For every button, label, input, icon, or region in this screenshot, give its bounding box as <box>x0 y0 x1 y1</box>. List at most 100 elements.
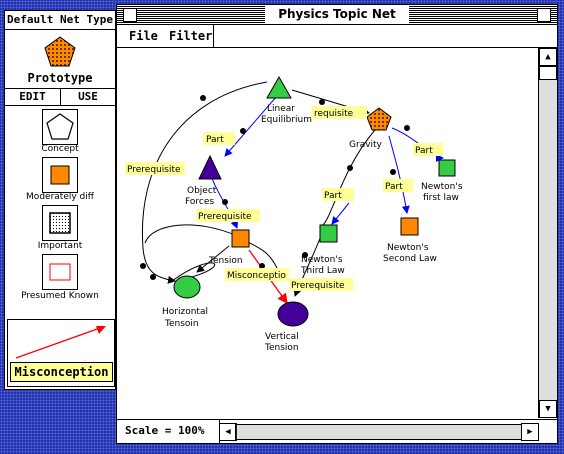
node-newtons-first-law[interactable] <box>438 159 456 177</box>
link-label-requisite[interactable]: requisite <box>311 106 367 119</box>
node-gravity[interactable] <box>366 107 392 131</box>
link-handle[interactable] <box>302 252 308 258</box>
prototype-pentagon-icon[interactable] <box>43 35 77 69</box>
link-gravity-second <box>388 135 410 214</box>
node-newtons-second-law[interactable] <box>400 217 419 236</box>
presumed-known-tool-label: Presumed Known <box>21 291 99 301</box>
link-handle[interactable] <box>390 169 396 175</box>
node-label-horizontal-1: Horizontal <box>162 307 208 317</box>
node-label-object-forces-1: Object <box>187 186 217 196</box>
net-canvas[interactable]: Linear Equilibrium Gravity Object Forces… <box>117 48 537 418</box>
important-tool-label: Important <box>37 241 83 251</box>
prototype-label: Prototype <box>27 71 93 85</box>
link-label-prereq-left-text: Prerequisite <box>127 165 181 175</box>
link-part-third <box>331 202 350 225</box>
concept-tool[interactable] <box>42 109 78 145</box>
link-label-part-4-text: Part <box>415 146 433 156</box>
scroll-right-icon[interactable]: ▶ <box>521 423 539 441</box>
node-label-object-forces-2: Forces <box>185 197 214 207</box>
link-handle[interactable] <box>319 99 325 105</box>
menu-bar: File Filter <box>117 25 557 48</box>
link-label-misconception[interactable]: Misconceptio <box>225 268 289 281</box>
link-handle[interactable] <box>222 199 228 205</box>
link-handle[interactable] <box>240 128 246 134</box>
scale-readout: Scale = 100% <box>125 424 205 437</box>
bottom-bar: Scale = 100% ◀ ▶ <box>117 419 557 443</box>
link-label-part-3-text: Part <box>385 182 403 192</box>
red-outline-square-icon <box>49 263 71 281</box>
pentagon-icon <box>46 113 74 140</box>
scroll-down-icon[interactable]: ▼ <box>539 400 557 418</box>
node-newtons-third-law[interactable] <box>319 224 338 243</box>
link-handle[interactable] <box>150 274 156 280</box>
link-label-part-objectforces[interactable]: Part <box>203 132 235 145</box>
vertical-scrollbar[interactable]: ▲ ▼ <box>538 48 557 418</box>
link-handle[interactable] <box>347 165 353 171</box>
node-object-forces[interactable] <box>198 154 222 180</box>
topic-net-diagram[interactable]: Linear Equilibrium Gravity Object Forces… <box>117 48 537 418</box>
menu-filter[interactable]: Filter <box>169 29 213 43</box>
misconception-tool[interactable]: Misconception <box>7 319 115 387</box>
link-label-part-1-text: Part <box>206 135 224 145</box>
node-tension[interactable] <box>231 229 250 248</box>
link-label-prereq-third-text: Prerequisite <box>291 281 345 291</box>
node-linear-equilibrium[interactable] <box>266 75 292 99</box>
dotted-square-icon <box>49 212 71 234</box>
horizontal-scrollbar[interactable] <box>235 424 523 440</box>
link-curve-left <box>171 262 216 282</box>
link-label-prerequisite-left[interactable]: Prerequisite <box>125 162 185 175</box>
link-label-misconception-text: Misconceptio <box>227 271 286 281</box>
node-label-linear-equilibrium-1: Linear <box>267 104 295 114</box>
node-vertical-tension[interactable] <box>277 301 309 327</box>
node-label-third-1: Newton's <box>301 255 343 265</box>
edit-button[interactable]: EDIT <box>5 89 61 105</box>
scroll-thumb[interactable] <box>539 66 557 80</box>
link-label-part-first[interactable]: Part <box>413 143 443 156</box>
node-label-linear-equilibrium-2: Equilibrium <box>261 115 312 125</box>
link-label-part-third[interactable]: Part <box>322 188 354 201</box>
node-label-second-1: Newton's <box>387 243 429 253</box>
link-handle[interactable] <box>200 95 206 101</box>
node-label-horizontal-2: Tensoin <box>164 319 199 329</box>
physics-topic-net-window: Physics Topic Net File Filter <box>116 4 558 444</box>
misconception-label: Misconception <box>10 362 113 382</box>
link-equilibrium-horizontal <box>141 81 268 284</box>
palette-title: Default Net Type <box>5 11 115 30</box>
menu-file[interactable]: File <box>129 29 158 43</box>
link-prerequisite-tension <box>144 224 278 269</box>
scroll-left-icon[interactable]: ◀ <box>219 423 237 441</box>
scroll-up-icon[interactable]: ▲ <box>539 48 557 66</box>
menu-divider <box>213 25 214 47</box>
node-label-vertical-1: Vertical <box>265 332 299 342</box>
close-box-icon[interactable] <box>123 8 137 22</box>
palette-window: Default Net Type Prototype EDIT USE Conc… <box>4 10 116 390</box>
important-tool[interactable] <box>42 205 78 241</box>
zoom-box-icon[interactable] <box>537 8 551 22</box>
node-horizontal-tensoin[interactable] <box>173 275 201 299</box>
moderately-diff-tool-label: Moderately diff <box>26 192 94 202</box>
node-label-first-1: Newton's <box>421 182 463 192</box>
node-label-tension: Tension <box>208 256 243 266</box>
link-label-requisite-text: requisite <box>314 109 354 119</box>
edit-use-bar: EDIT USE <box>5 88 115 106</box>
link-label-part-2-text: Part <box>324 191 342 201</box>
link-handle[interactable] <box>140 263 146 269</box>
presumed-known-tool[interactable] <box>42 254 78 290</box>
moderately-diff-tool[interactable] <box>42 157 78 193</box>
title-bar[interactable]: Physics Topic Net <box>117 5 557 25</box>
link-label-prerequisite-tension[interactable]: Prerequisite <box>196 209 260 222</box>
node-label-gravity: Gravity <box>349 140 383 150</box>
link-handle[interactable] <box>404 125 410 131</box>
link-handle[interactable] <box>259 263 265 269</box>
link-equilibrium-objectforces <box>224 95 278 157</box>
node-label-second-2: Second Law <box>383 254 437 264</box>
node-label-vertical-2: Tension <box>264 343 299 353</box>
link-label-prerequisite-third[interactable]: Prerequisite <box>289 278 353 291</box>
use-button[interactable]: USE <box>78 90 98 103</box>
node-label-third-2: Third Law <box>300 266 345 276</box>
link-label-part-second[interactable]: Part <box>383 179 413 192</box>
node-label-first-2: first law <box>423 193 459 203</box>
red-arrow-icon <box>15 326 106 359</box>
link-label-prereq-tension-text: Prerequisite <box>198 212 252 222</box>
orange-square-icon <box>50 165 70 185</box>
